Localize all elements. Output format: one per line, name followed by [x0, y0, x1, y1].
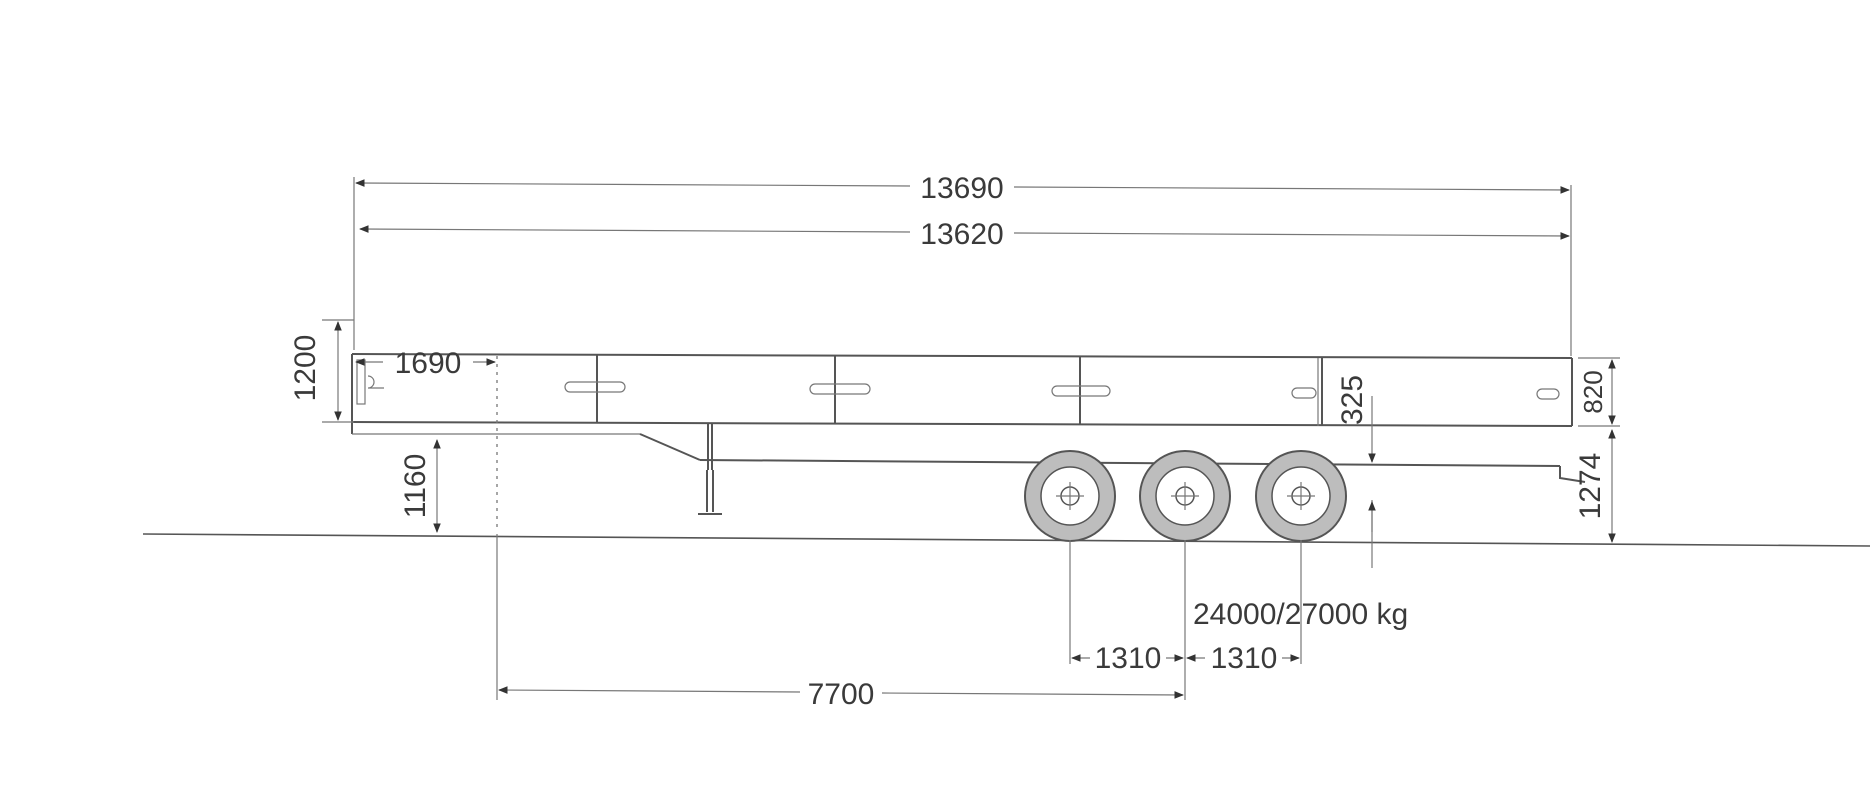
gooseneck-height-dimension: 1160: [399, 439, 441, 533]
frame-height-dimension: 325: [1317, 358, 1376, 568]
overall-length-dimension: 13690: [353, 172, 1572, 356]
landing-leg: [698, 424, 722, 515]
kingpin-offset-label: 1690: [395, 347, 462, 380]
axle-spacing-1-label: 1310: [1095, 642, 1162, 675]
kingpin-offset-dimension: 1690: [355, 347, 496, 380]
deck-length-label: 13620: [920, 218, 1003, 251]
deck-height-label: 1274: [1574, 453, 1607, 520]
front-height-label: 1200: [289, 335, 322, 402]
axle-extension-lines: [496, 534, 1302, 700]
ground-line: [142, 533, 1870, 547]
deck-length-dimension: 13620: [359, 218, 1570, 251]
front-height-dimension: 1200: [289, 319, 354, 423]
axle-load-label: 24000/27000 kg: [1193, 598, 1408, 631]
kingpin-to-axle-dimension: 7700: [498, 678, 1184, 711]
wheel-2: [1139, 450, 1231, 542]
axle-spacing-2-label: 1310: [1211, 642, 1278, 675]
wheel-3: [1255, 450, 1347, 542]
deck-height-dimension: 1274: [1574, 429, 1616, 543]
twist-lock-slots: [564, 381, 1560, 400]
wheel-1: [1024, 450, 1116, 542]
cross-members: [596, 355, 1323, 426]
rear-deck-height-dimension: 820: [1578, 357, 1620, 427]
axle-spacing-dimension: 1310 1310: [1071, 642, 1300, 675]
gooseneck-height-label: 1160: [399, 454, 432, 519]
kingpin-to-axle-label: 7700: [808, 678, 875, 711]
trailer-deck: [351, 353, 1586, 483]
rear-deck-height-label: 820: [1578, 370, 1608, 413]
frame-height-label: 325: [1336, 375, 1369, 425]
overall-length-label: 13690: [920, 172, 1003, 205]
